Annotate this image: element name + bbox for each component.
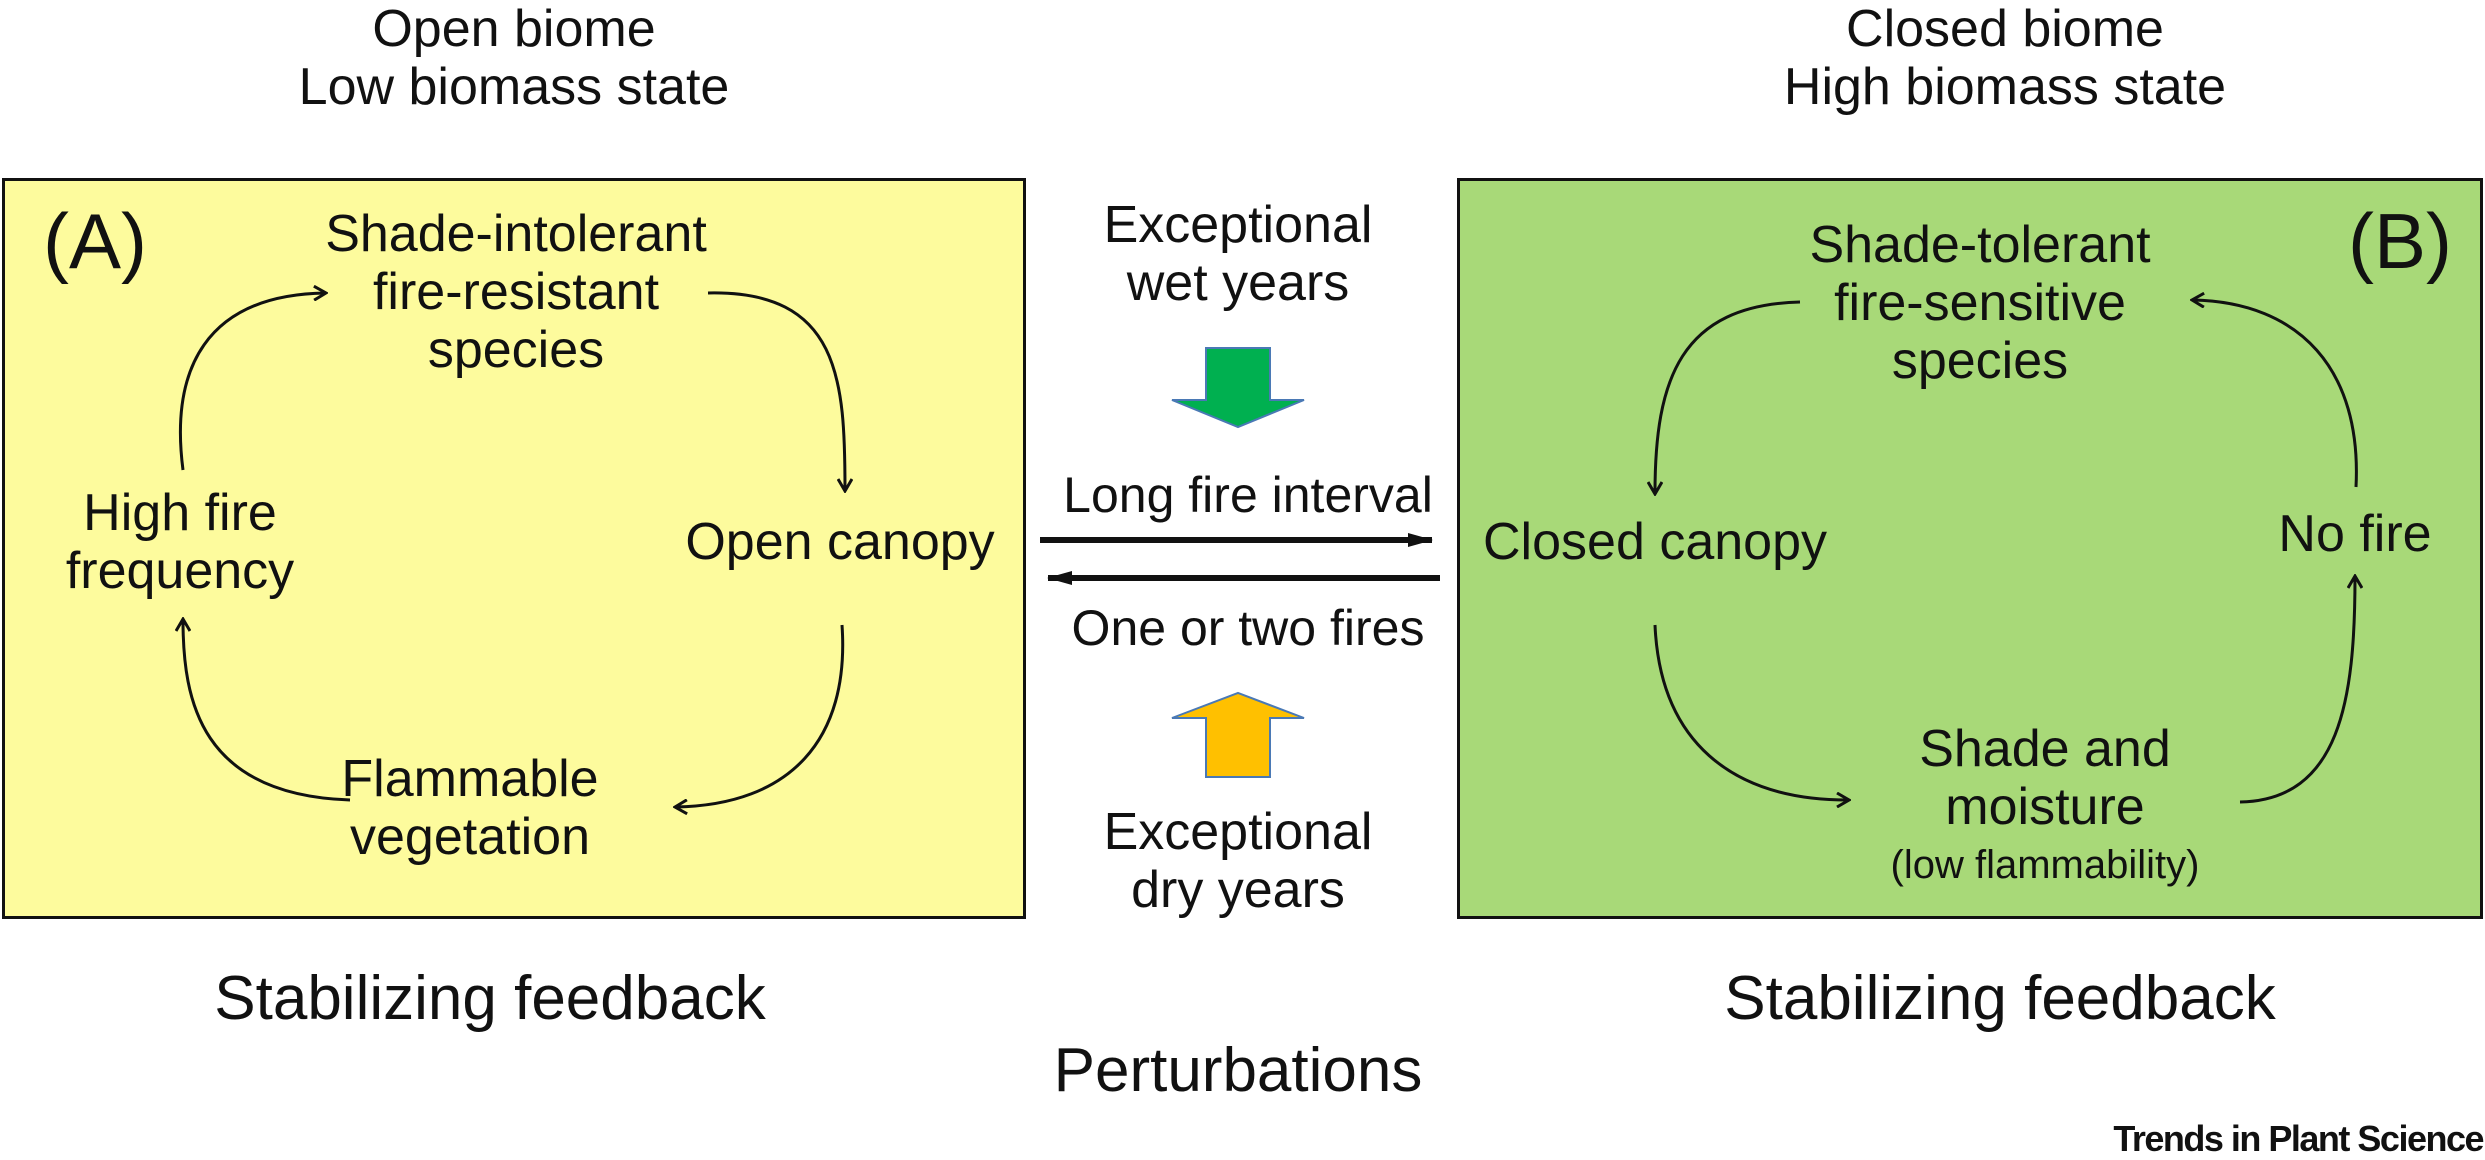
- node-shade-and-moisture: Shade and moisture: [1919, 720, 2171, 837]
- node-low-flammability-note: (low flammability): [1890, 843, 2200, 887]
- right-stabilizing-feedback-caption: Stabilizing feedback: [1724, 964, 2276, 1033]
- right-state-panel: [1457, 178, 2483, 919]
- node-closed-canopy: Closed canopy: [1483, 513, 1827, 571]
- arrow-shade-to-no-fire: [2239, 577, 2355, 804]
- exceptional-dry-years-label: Exceptional dry years: [1103, 803, 1373, 920]
- left-state-header: Open biome Low biomass state: [298, 0, 730, 117]
- node-shade-intolerant-species: Shade-intolerant fire-resistant species: [325, 205, 707, 380]
- exceptional-wet-years-label: Exceptional wet years: [1103, 196, 1373, 313]
- arrow-closed-canopy-to-shade: [1653, 624, 1848, 800]
- arrow-top-to-closed-canopy: [1655, 300, 1801, 493]
- panel-label-b: (B): [2348, 197, 2452, 285]
- dry-years-block-arrow: [1171, 691, 1305, 778]
- node-no-fire: No fire: [2278, 505, 2432, 563]
- arrow-top-to-right: [707, 291, 845, 490]
- arrow-left-to-top: [178, 293, 325, 471]
- perturbations-caption: Perturbations: [1053, 1036, 1423, 1105]
- right-state-header: Closed biome High biomass state: [1783, 0, 2227, 117]
- left-state-panel: [2, 178, 1026, 919]
- arrow-no-fire-to-top: [2193, 300, 2358, 488]
- panel-label-a: (A): [43, 197, 147, 285]
- node-high-fire-frequency: High fire frequency: [65, 484, 295, 601]
- node-open-canopy: Open canopy: [685, 513, 995, 571]
- one-or-two-fires-label: One or two fires: [1071, 600, 1425, 656]
- arrow-bottom-to-left: [183, 620, 351, 802]
- node-flammable-vegetation: Flammable vegetation: [341, 750, 599, 867]
- arrow-right-to-bottom: [676, 624, 845, 807]
- wet-years-block-arrow: [1171, 347, 1305, 429]
- left-stabilizing-feedback-caption: Stabilizing feedback: [214, 964, 766, 1033]
- journal-brand: Trends in Plant Science: [2113, 1118, 2484, 1159]
- node-shade-tolerant-species: Shade-tolerant fire-sensitive species: [1809, 216, 2151, 391]
- long-fire-interval-label: Long fire interval: [1063, 467, 1433, 523]
